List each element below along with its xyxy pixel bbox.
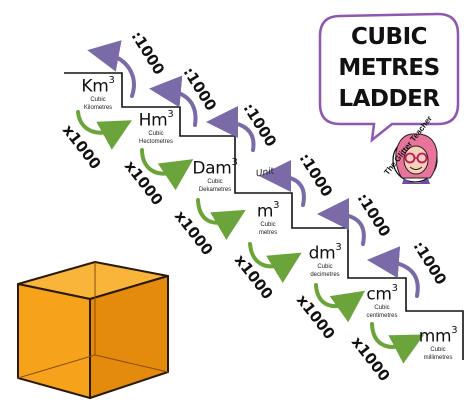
unit-mm3: mm3 Cubic millimetres xyxy=(418,325,458,361)
title-line-2: METRES xyxy=(338,55,440,81)
cube-front xyxy=(17,283,91,399)
up-arrow-5 xyxy=(317,198,366,246)
multiply-arrows xyxy=(76,110,425,364)
down-arrow-1 xyxy=(76,110,132,150)
down-arrow-4 xyxy=(248,242,302,283)
title-line-1: CUBIC xyxy=(350,24,428,50)
unit-km3: Km3 Cubic Kilometres xyxy=(81,75,115,111)
teacher-avatar-icon xyxy=(392,133,438,184)
down-arrow-2 xyxy=(140,148,194,191)
up-arrow-1 xyxy=(87,40,136,98)
down-arrow-6 xyxy=(370,322,425,364)
divide-arrows xyxy=(87,40,420,298)
unit-dam3: Dam3 Cubic Dekametres xyxy=(192,157,238,193)
title-line-3: LADDER xyxy=(338,86,440,112)
up-arrow-4 xyxy=(259,160,306,207)
down-arrow-3 xyxy=(196,198,246,240)
cube-illustration xyxy=(17,261,169,399)
title-speech-bubble xyxy=(318,12,460,143)
up-arrow-6 xyxy=(367,246,420,298)
up-arrow-3 xyxy=(206,106,256,152)
down-arrow-5 xyxy=(314,283,366,323)
page-title: CUBIC METRES LADDER xyxy=(326,22,452,115)
unit-dm3: dm3 Cubic decimetres xyxy=(308,242,342,278)
unit-m3: m3 Cubic metres xyxy=(256,200,280,236)
unit-cm3: cm3 Cubic centimetres xyxy=(366,283,398,319)
staircase xyxy=(64,72,464,360)
up-arrow-2 xyxy=(149,75,198,127)
unit-hm3: Hm3 Cubic Hectometres xyxy=(138,109,174,145)
